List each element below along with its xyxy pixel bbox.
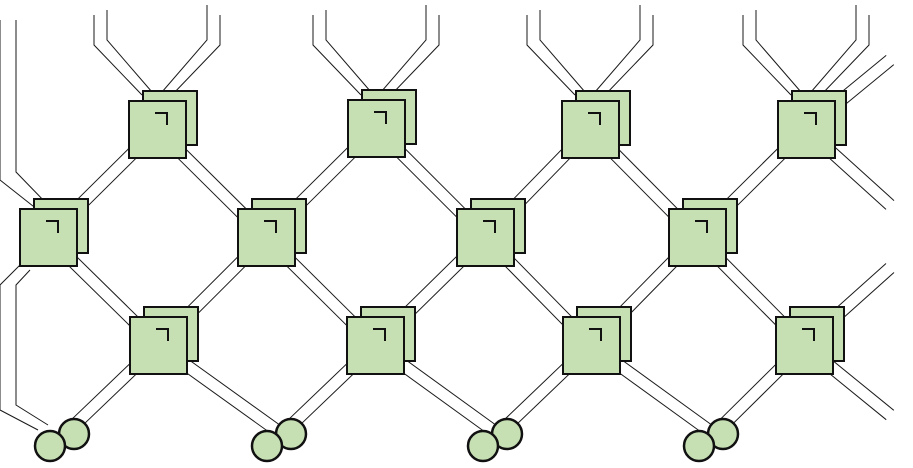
node-front-square <box>129 316 188 375</box>
feeder-wire <box>742 15 792 96</box>
feeder-wire <box>312 15 362 96</box>
node-front-square <box>561 100 620 159</box>
port-circle <box>250 429 284 463</box>
node-corner-mark <box>373 328 386 341</box>
feeder-wire <box>539 10 586 93</box>
node-corner-mark <box>695 220 708 233</box>
node-corner-mark <box>46 220 59 233</box>
port-pair <box>466 417 524 463</box>
port-circle <box>466 429 500 463</box>
feeder-wire <box>325 10 372 93</box>
node-front-square <box>562 316 621 375</box>
node-corner-mark <box>156 328 169 341</box>
feeder-wire <box>93 15 143 96</box>
feeder-wire <box>594 5 641 93</box>
left-feeder-wire <box>0 264 39 431</box>
switch-node <box>777 90 847 159</box>
node-corner-mark <box>155 112 168 125</box>
node-corner-mark <box>804 112 817 125</box>
node-front-square <box>668 208 727 267</box>
feeder-wire <box>390 15 440 96</box>
left-feeder-wire <box>0 20 39 211</box>
feeder-wire <box>604 15 654 96</box>
port-pair <box>682 417 740 463</box>
switch-node <box>129 306 199 375</box>
feeder-wire <box>106 10 153 93</box>
node-corner-mark <box>264 220 277 233</box>
node-front-square <box>777 100 836 159</box>
switch-node <box>668 198 738 267</box>
feeder-wire <box>171 15 221 96</box>
node-front-square <box>128 100 187 159</box>
left-feeder-wire <box>15 269 49 426</box>
switch-node <box>775 306 845 375</box>
switch-node <box>128 90 198 159</box>
switch-node <box>561 90 631 159</box>
node-layer <box>19 89 847 375</box>
feeder-wire <box>820 15 870 96</box>
node-corner-mark <box>588 112 601 125</box>
node-corner-mark <box>589 328 602 341</box>
feeder-wire <box>161 5 208 93</box>
switch-node <box>237 198 307 267</box>
port-circle <box>682 429 716 463</box>
switch-node <box>347 89 417 158</box>
switch-node <box>19 198 89 267</box>
node-front-square <box>347 99 406 158</box>
switch-node <box>562 306 632 375</box>
node-front-square <box>456 208 515 267</box>
node-front-square <box>775 316 834 375</box>
feeder-wire <box>380 5 427 93</box>
switch-node <box>456 198 526 267</box>
feeder-wire <box>526 15 576 96</box>
node-corner-mark <box>802 328 815 341</box>
feeder-wire <box>810 5 857 93</box>
switch-node <box>346 306 416 375</box>
port-layer <box>33 417 740 463</box>
node-corner-mark <box>483 220 496 233</box>
node-corner-mark <box>374 111 387 124</box>
node-front-square <box>19 208 78 267</box>
node-front-square <box>237 208 296 267</box>
node-front-square <box>346 316 405 375</box>
left-feeder-wire <box>15 20 49 206</box>
feeder-wire <box>755 10 802 93</box>
port-pair <box>250 417 308 463</box>
port-circle <box>33 429 67 463</box>
port-pair <box>33 417 91 463</box>
